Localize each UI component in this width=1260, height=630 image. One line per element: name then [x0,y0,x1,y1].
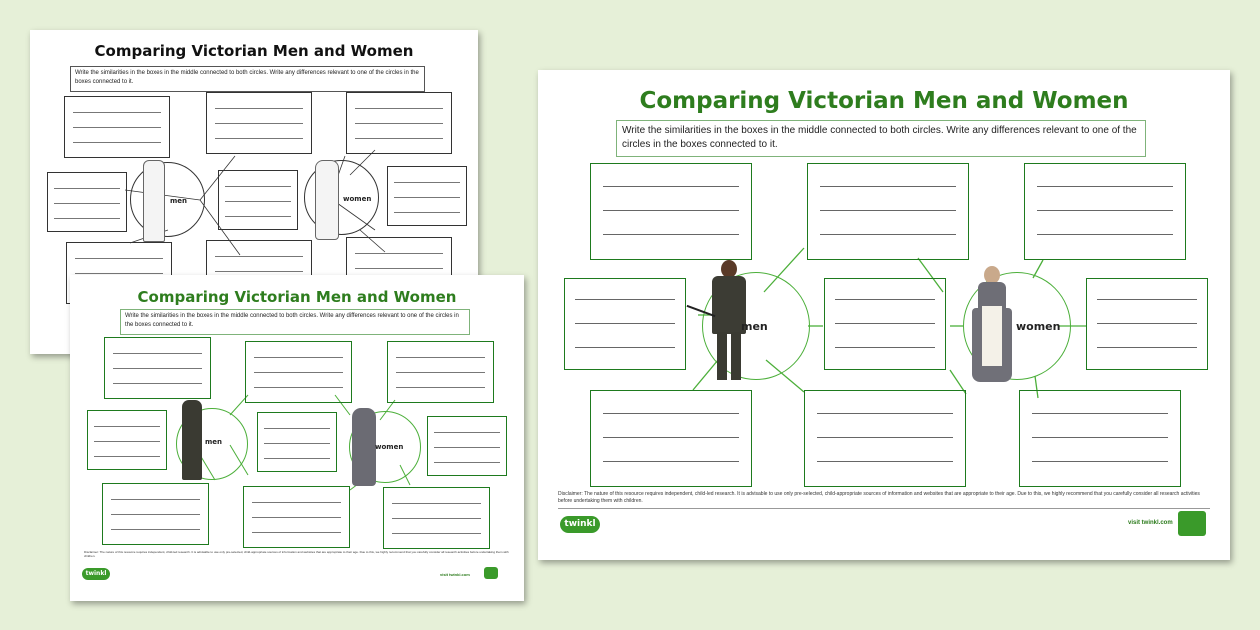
twinkl-logo: twinkl [560,516,600,533]
women-circle [963,272,1071,380]
answer-box[interactable] [257,412,337,472]
man-illustration [686,260,750,382]
answer-box[interactable] [346,92,452,154]
disclaimer-text: Disclaimer: The nature of this resource … [558,491,1200,504]
answer-box[interactable] [383,487,490,549]
answer-box[interactable] [590,163,752,260]
answer-box[interactable] [64,96,170,158]
page-title: Comparing Victorian Men and Women [639,88,1129,114]
answer-box[interactable] [104,337,211,399]
answer-box[interactable] [387,166,467,226]
answer-box[interactable] [1086,278,1208,370]
answer-box[interactable] [824,278,946,370]
women-circle [304,160,379,235]
disclaimer-text: Disclaimer: The nature of this resource … [84,550,509,558]
answer-box[interactable] [590,390,752,487]
answer-box[interactable] [804,390,966,487]
answer-box[interactable] [1019,390,1181,487]
women-label: women [343,195,372,203]
footer-link[interactable]: visit twinkl.com [440,572,470,577]
men-label: men [170,197,188,205]
answer-box[interactable] [427,416,507,476]
women-circle [349,411,421,483]
worksheet-preview-small: Comparing Victorian Men and Women Write … [70,275,524,601]
page-title: Comparing Victorian Men and Women [137,288,457,306]
answer-box[interactable] [206,92,312,154]
answer-box[interactable] [387,341,494,403]
men-label: men [205,438,223,446]
award-badge [484,567,498,579]
answer-box[interactable] [47,172,127,232]
woman-illustration [315,160,339,240]
answer-box[interactable] [243,486,350,548]
women-label: women [1016,320,1061,333]
twinkl-logo: twinkl [82,568,110,580]
answer-box[interactable] [87,410,167,470]
award-badge [1178,511,1206,536]
answer-box[interactable] [245,341,352,403]
instructions: Write the similarities in the boxes in t… [616,120,1146,157]
footer-link[interactable]: visit twinkl.com [1128,520,1173,526]
woman-illustration [352,408,376,486]
answer-box[interactable] [564,278,686,370]
answer-box[interactable] [807,163,969,260]
answer-box[interactable] [218,170,298,230]
answer-box[interactable] [102,483,209,545]
worksheet-preview-large: Comparing Victorian Men and Women Write … [538,70,1230,560]
woman-illustration [970,266,1014,384]
man-illustration [182,400,202,480]
men-circle [130,162,205,237]
men-circle [176,408,248,480]
men-circle [702,272,810,380]
instructions: Write the similarities in the boxes in t… [120,309,470,335]
footer-divider [558,508,1210,509]
instructions: Write the similarities in the boxes in t… [70,66,425,92]
women-label: women [375,443,404,451]
men-label: men [741,320,768,333]
page-title: Comparing Victorian Men and Women [94,42,414,60]
answer-box[interactable] [1024,163,1186,260]
man-illustration [143,160,165,242]
